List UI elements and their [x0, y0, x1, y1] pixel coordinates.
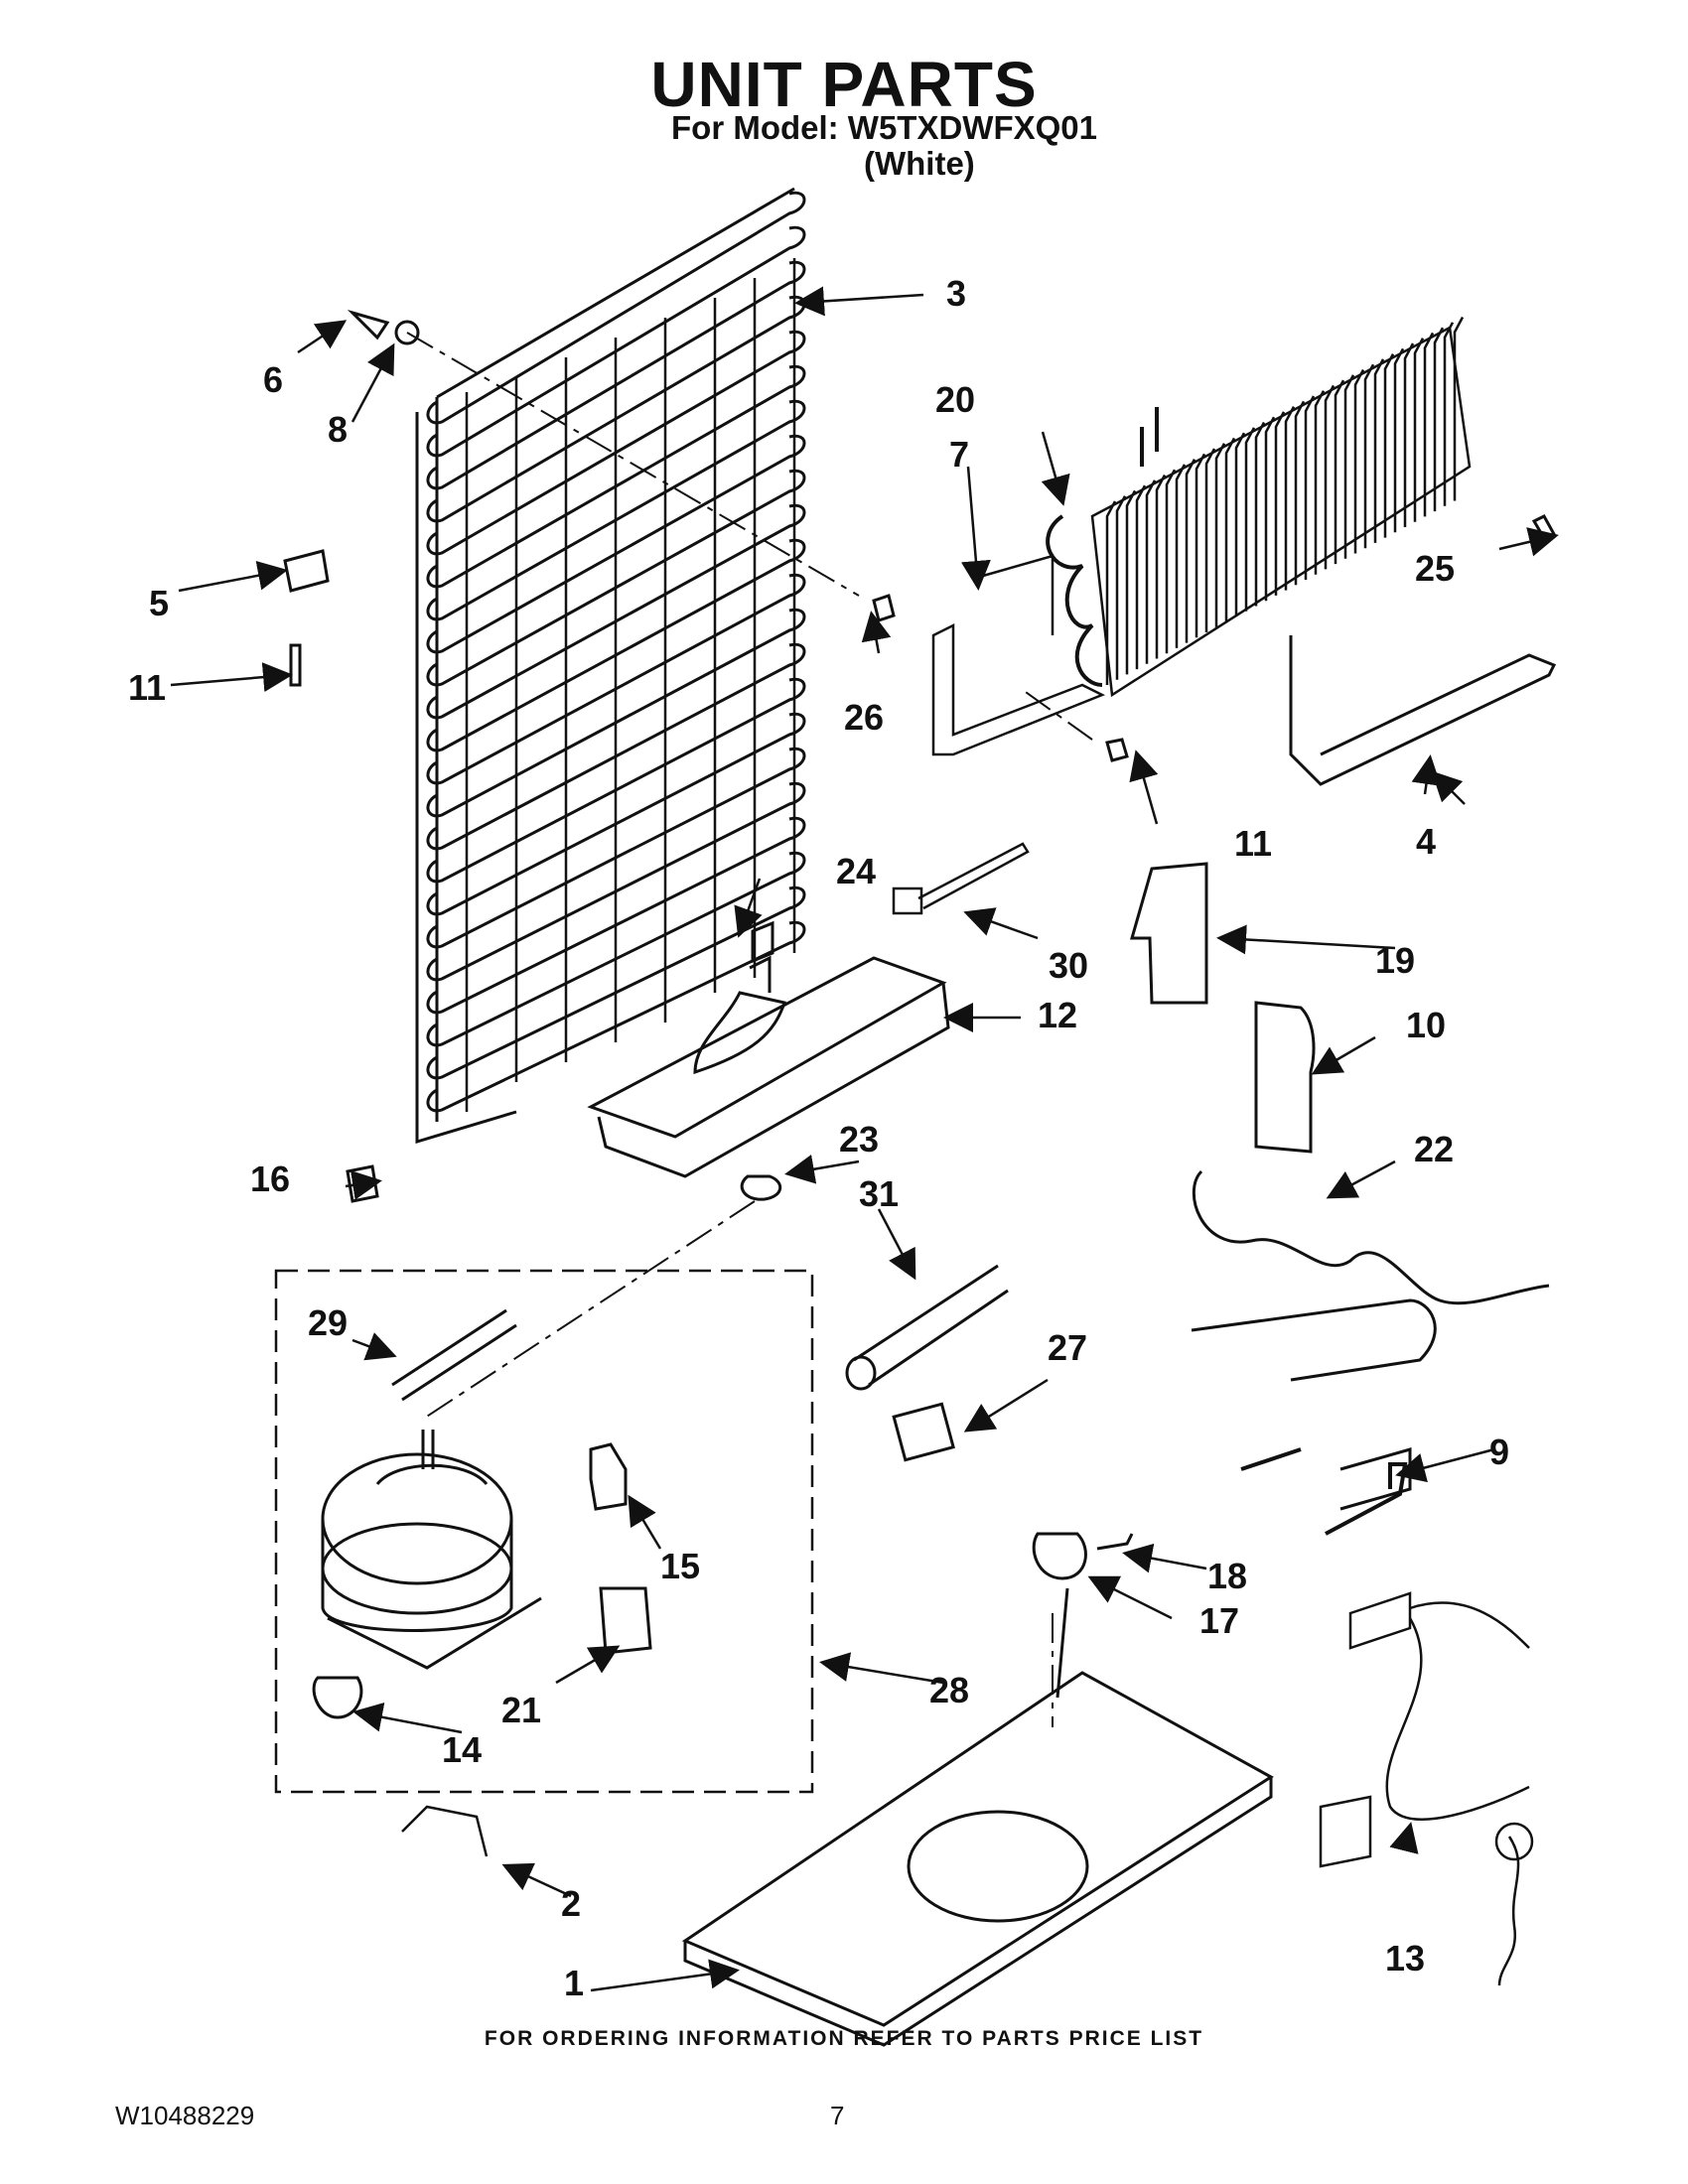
callout-labels: 1234567891011111213141516171819202122232… [128, 273, 1509, 2003]
centerlines [406, 332, 1093, 1727]
callout-20: 20 [935, 379, 975, 420]
model-number: For Model: W5TXDWFXQ01 [671, 109, 1097, 146]
callout-9: 9 [1489, 1432, 1509, 1472]
callout-12: 12 [1038, 995, 1077, 1035]
callout-4: 4 [1416, 821, 1436, 862]
callout-24: 24 [836, 851, 876, 891]
callout-22: 22 [1414, 1129, 1454, 1169]
callout-6: 6 [263, 359, 283, 400]
document-number: W10488229 [115, 2101, 255, 2130]
callout-10: 10 [1406, 1005, 1446, 1045]
heater-and-tubes [1191, 635, 1557, 1511]
callout-leaders [170, 286, 1559, 1992]
callout-17: 17 [1199, 1600, 1239, 1641]
callout-11: 11 [1234, 823, 1272, 864]
callout-27: 27 [1048, 1327, 1087, 1368]
callout-14: 14 [442, 1729, 482, 1770]
evaporator-fin-coil [1046, 316, 1472, 698]
callout-7: 7 [949, 434, 969, 475]
callout-28: 28 [929, 1670, 969, 1710]
callout-29: 29 [308, 1302, 348, 1343]
callout-5: 5 [149, 583, 169, 623]
compressor-assembly [274, 1269, 814, 1794]
cable-tie [892, 842, 1030, 915]
callout-3: 3 [946, 273, 966, 314]
callout-13: 13 [1385, 1938, 1425, 1979]
callout-25: 25 [1415, 548, 1455, 589]
callout-31: 31 [859, 1173, 899, 1214]
callout-16: 16 [250, 1159, 290, 1199]
bracket-part [931, 554, 1106, 756]
wire-harness [1319, 1591, 1534, 1986]
page-number: 7 [830, 2101, 845, 2130]
base-pan [681, 1587, 1274, 2047]
page-title: UNIT PARTS [650, 49, 1038, 120]
callout-15: 15 [660, 1546, 700, 1586]
callout-26: 26 [844, 697, 884, 738]
model-color: (White) [864, 145, 975, 182]
callout-1: 1 [564, 1963, 584, 2003]
callout-8: 8 [328, 409, 348, 450]
callout-21: 21 [501, 1690, 541, 1730]
callout-11: 11 [128, 667, 166, 708]
callout-19: 19 [1375, 940, 1415, 981]
callout-23: 23 [839, 1119, 879, 1160]
callout-2: 2 [561, 1883, 581, 1924]
drain-pan [587, 920, 950, 1178]
callout-30: 30 [1049, 945, 1088, 986]
callout-18: 18 [1207, 1556, 1247, 1596]
tube-parts [391, 1264, 1009, 1462]
condenser-coil [415, 187, 806, 1145]
insulation-pads [1130, 862, 1316, 1154]
ordering-note: FOR ORDERING INFORMATION REFER TO PARTS … [484, 2027, 1204, 2050]
